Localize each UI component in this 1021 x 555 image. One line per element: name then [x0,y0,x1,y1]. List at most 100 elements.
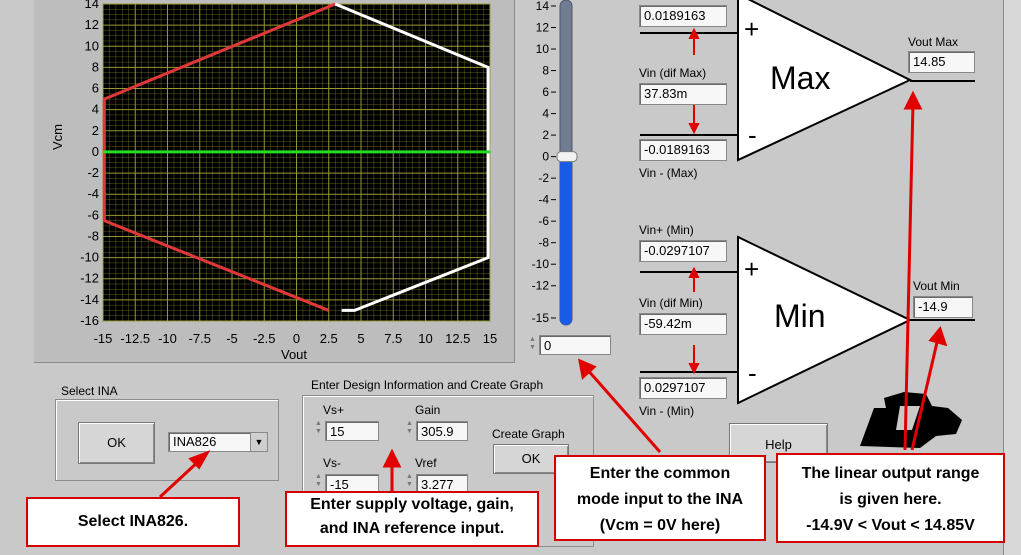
gain-input[interactable]: 305.9 [416,421,468,441]
x-tick-label: 0 [293,331,300,346]
create-graph-label: Create Graph [492,427,565,441]
common-mode-callout-line2: mode input to the INA [576,491,744,508]
diff-arrows [688,27,700,375]
x-tick-label: 2.5 [320,331,338,346]
y-tick-label: -10 [80,250,99,265]
x-axis-label: Vout [281,347,308,362]
minus-sign-max: - [748,120,757,150]
minus-sign-min: - [748,358,757,388]
x-tick-label: -15 [94,331,113,346]
slider-tick-label: -4 [538,193,549,207]
supply-callout-line1: Enter supply voltage, gain, [310,496,514,513]
output-range-callout-line1: The linear output range [801,465,980,482]
vref-label: Vref [415,456,437,470]
vin-minus-min-value: 0.0297107 [639,377,727,399]
x-tick-label: 12.5 [445,331,470,346]
y-tick-label: -14 [80,292,99,307]
slider-tick-label: 4 [542,107,549,121]
slider-tick-label: -2 [538,171,549,185]
slider-tick-label: 2 [542,128,549,142]
vs-plus-input[interactable]: 15 [325,421,379,441]
y-tick-label: 0 [92,144,99,159]
select-ina-ok-button[interactable]: OK [78,422,155,464]
ti-logo [860,392,962,448]
vin-plus-min-label: Vin+ (Min) [639,223,694,237]
common-mode-callout: Enter the common mode input to the INA (… [554,455,766,541]
y-tick-label: 2 [92,123,99,138]
ina-select-dropdown[interactable]: INA826 ▼ [168,432,268,452]
series-line-2 [334,2,490,312]
y-tick-label: 10 [85,38,99,53]
slider-tick-label: 0 [542,150,549,164]
amplifier-schematic [640,0,975,405]
x-tick-label: -10 [158,331,177,346]
vout-min-label: Vout Min [913,279,960,293]
y-tick-label: 12 [85,17,99,32]
x-tick-label: -5 [226,331,238,346]
vin-minus-max-label: Vin - (Max) [639,166,698,180]
slider-tick-label: 6 [542,85,549,99]
vout-max-value: 14.85 [908,51,975,73]
vout-max-label: Vout Max [908,35,959,49]
common-mode-callout-line1: Enter the common [589,465,731,482]
min-amplifier-triangle [737,235,913,405]
output-range-callout: The linear output range is given here. -… [776,453,1005,543]
chevron-down-icon[interactable]: ▼ [250,433,267,451]
x-tick-label: 15 [483,331,497,346]
slider-tick-label: -6 [538,214,549,228]
x-tick-label: 5 [357,331,364,346]
vout-min-value: -14.9 [913,296,973,318]
y-tick-label: 4 [92,102,99,117]
vs-minus-spin[interactable]: ▲▼ [315,473,322,488]
slider-tick-label: -15 [532,311,550,325]
design-info-title: Enter Design Information and Create Grap… [311,378,544,392]
vin-plus-min-value: -0.0297107 [639,240,727,262]
slider-tick-label: 10 [536,42,550,56]
vref-spin[interactable]: ▲▼ [406,473,413,488]
vs-minus-label: Vs- [323,456,341,470]
slider-spin-arrows[interactable]: ▲▼ [529,336,536,351]
y-tick-label: -12 [80,271,99,286]
select-ina-title: Select INA [61,384,118,398]
y-tick-label: 6 [92,81,99,96]
vin-minus-min-label: Vin - (Min) [639,404,695,418]
y-tick-label: -16 [80,313,99,328]
max-amplifier-triangle [737,0,913,162]
vs-plus-label: Vs+ [323,403,345,417]
y-tick-label: -2 [87,165,99,180]
y-axis-label: Vcm [50,124,65,150]
select-ina-callout: Select INA826. [26,497,240,547]
x-tick-label: 7.5 [384,331,402,346]
slider-tick-label: -10 [532,257,550,271]
select-ina-callout-text: Select INA826. [77,513,189,530]
plus-sign-max: + [744,14,760,44]
slider-tick-label: 8 [542,64,549,78]
vin-plus-max-value: 0.0189163 [639,5,727,27]
panel-edge [1003,0,1021,555]
ina-select-value: INA826 [173,434,217,449]
slider-tick-label: 14 [536,0,550,13]
max-amp-label: Max [770,60,831,96]
slider-thumb[interactable] [556,151,578,163]
output-range-callout-line3: -14.9V < Vout < 14.85V [806,517,975,534]
vin-minus-max-value: -0.0189163 [639,139,727,161]
x-tick-label: -12.5 [120,331,150,346]
min-amp-label: Min [774,298,826,334]
supply-callout-line2: and INA reference input. [319,520,505,537]
vin-dif-min-value: -59.42m [639,313,727,335]
series-line-0 [102,2,336,221]
vin-dif-min-label: Vin (dif Min) [639,296,703,310]
y-tick-label: -8 [87,228,99,243]
slider-tick-label: -12 [532,279,550,293]
output-range-callout-line2: is given here. [839,491,942,508]
supply-callout: Enter supply voltage, gain, and INA refe… [285,491,539,547]
slider-tick-label: 12 [536,21,550,35]
vs-plus-spin[interactable]: ▲▼ [315,420,322,435]
y-tick-label: 14 [85,0,99,11]
slider-fill [560,156,572,325]
gain-spin[interactable]: ▲▼ [406,420,413,435]
vcm-input[interactable]: 0 [539,335,611,355]
x-tick-label: 10 [418,331,432,346]
